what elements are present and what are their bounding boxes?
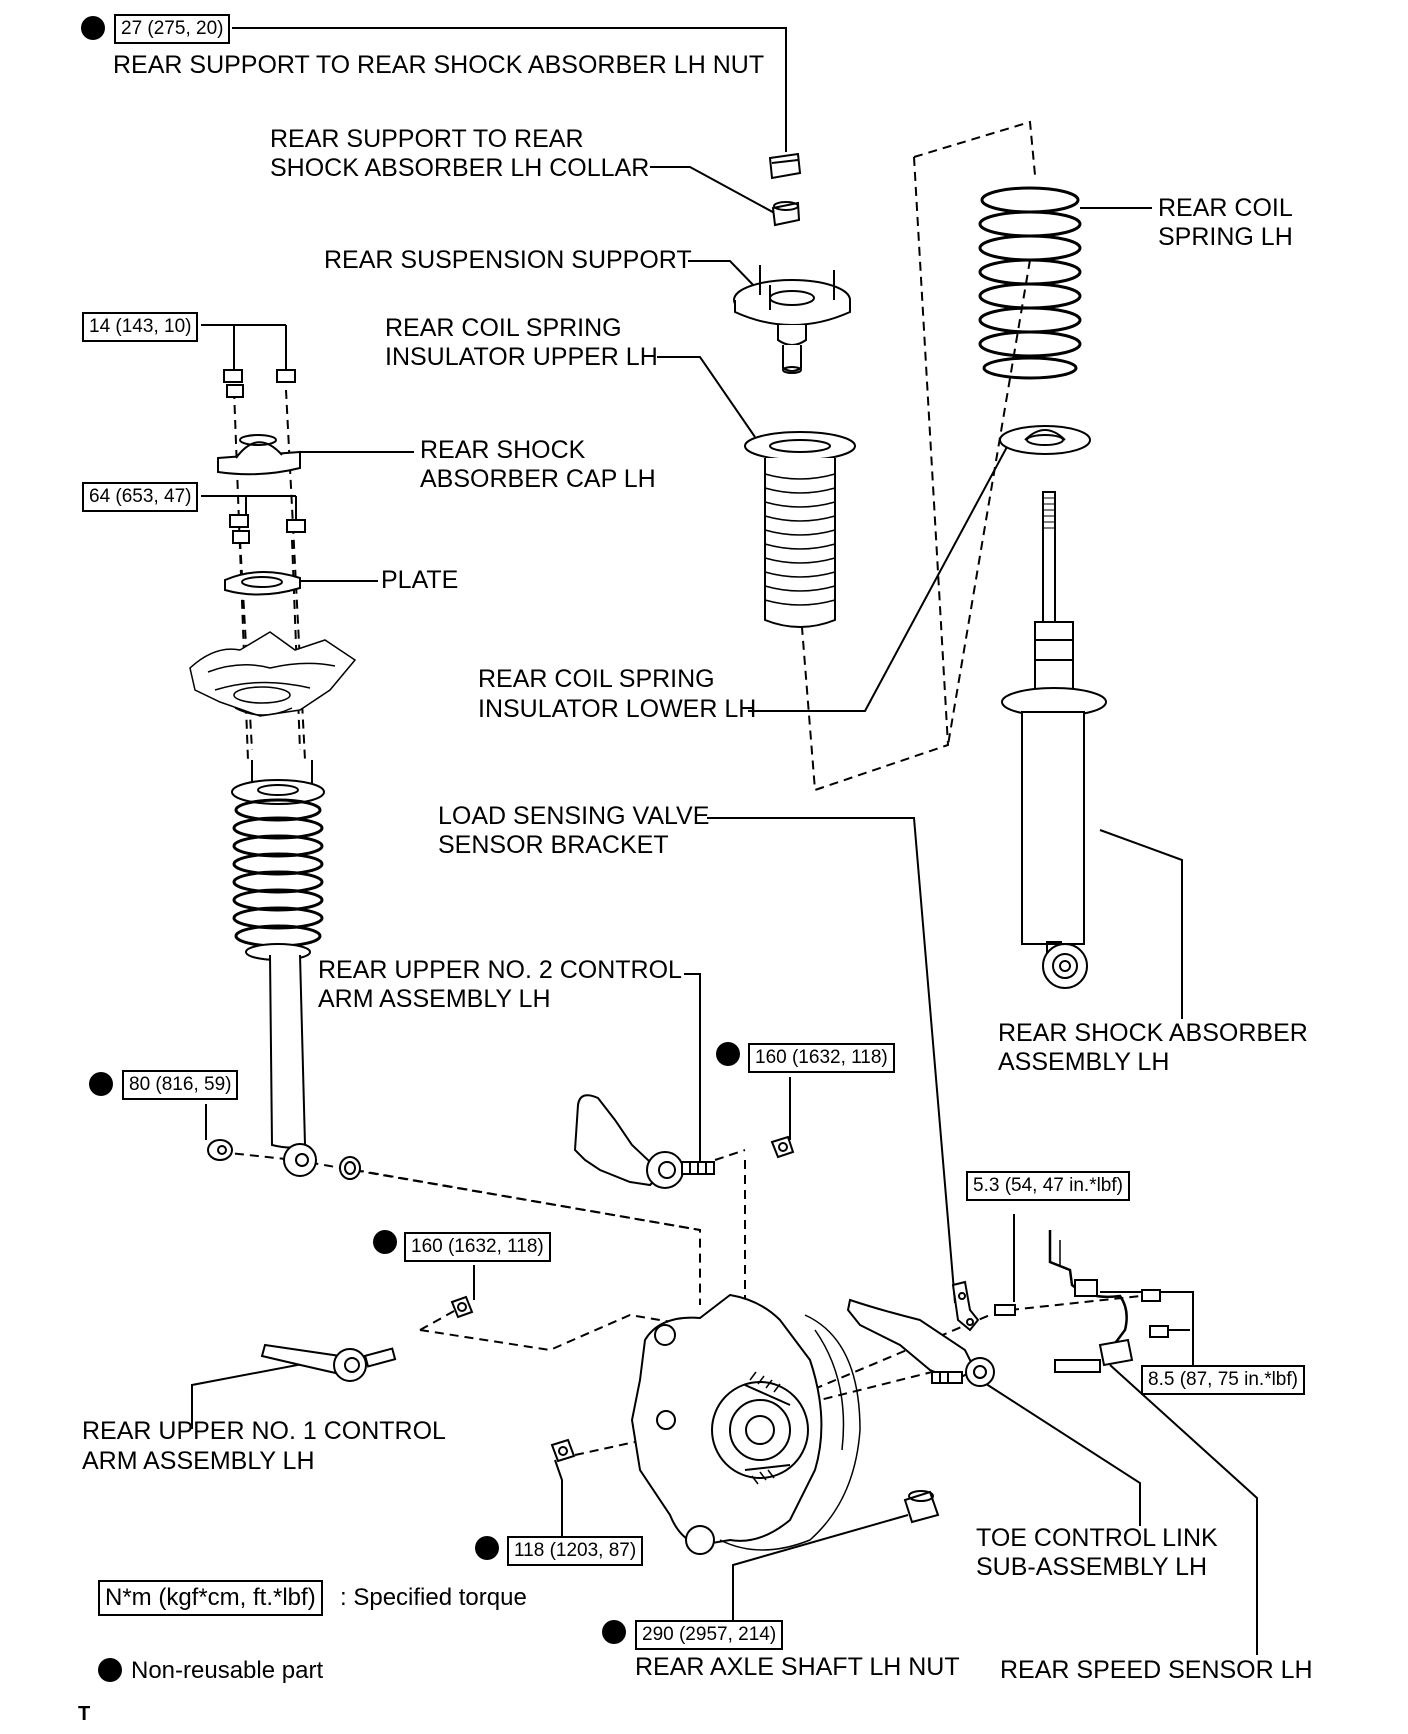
torque-sensor: 8.5 (87, 75 in.*lbf) xyxy=(1141,1365,1305,1395)
torque-arm1: 160 (1632, 118) xyxy=(404,1232,551,1262)
label-axle-nut: REAR AXLE SHAFT LH NUT xyxy=(635,1653,960,1681)
coil-spring-insulator-lower xyxy=(999,425,1091,455)
plate-nuts xyxy=(229,514,306,544)
legend-torque-box: N*m (kgf*cm, ft.*lbf) xyxy=(98,1580,323,1616)
strut-assembly xyxy=(207,760,361,1180)
label-upper-arm2-line1: REAR UPPER NO. 2 CONTROL xyxy=(318,956,682,984)
label-shock-line1: REAR SHOCK ABSORBER xyxy=(998,1019,1308,1047)
footer-letter: T xyxy=(78,1703,91,1725)
plate xyxy=(224,570,301,596)
nonreusable-dot-arm1 xyxy=(373,1230,397,1254)
label-coil-spring-line2: SPRING LH xyxy=(1158,223,1293,251)
label-collar-line1: REAR SUPPORT TO REAR xyxy=(270,125,584,153)
rear-shock-absorber xyxy=(1001,491,1107,989)
rear-support-collar xyxy=(771,201,801,227)
label-load-sensing-line2: SENSOR BRACKET xyxy=(438,831,669,859)
label-shock-line2: ASSEMBLY LH xyxy=(998,1048,1170,1076)
torque-arm2: 160 (1632, 118) xyxy=(748,1043,895,1073)
rear-suspension-support xyxy=(733,265,851,374)
torque-lower-shock: 80 (816, 59) xyxy=(122,1070,239,1100)
nonreusable-dot-lower-shock xyxy=(89,1072,113,1096)
nonreusable-dot-top-nut xyxy=(81,16,105,40)
label-rear-support-nut: REAR SUPPORT TO REAR SHOCK ABSORBER LH N… xyxy=(113,51,765,79)
label-toe-link-line1: TOE CONTROL LINK xyxy=(976,1524,1218,1552)
label-cap-line2: ABSORBER CAP LH xyxy=(420,465,656,493)
leader-lines xyxy=(191,27,1258,1655)
label-insulator-lower-line1: REAR COIL SPRING xyxy=(478,665,715,693)
label-upper-arm1-line1: REAR UPPER NO. 1 CONTROL xyxy=(82,1417,446,1445)
label-plate: PLATE xyxy=(381,566,459,594)
torque-cap: 14 (143, 10) xyxy=(82,312,199,342)
rear-axle-shaft-nut xyxy=(903,1490,940,1524)
nonreusable-dot-toe xyxy=(475,1536,499,1560)
body-panel xyxy=(189,631,357,717)
nonreusable-dot-axle xyxy=(602,1620,626,1644)
label-collar-line2: SHOCK ABSORBER LH COLLAR xyxy=(270,154,650,182)
label-suspension-support: REAR SUSPENSION SUPPORT xyxy=(324,246,692,274)
label-cap-line1: REAR SHOCK xyxy=(420,436,586,464)
legend-specified-torque: : Specified torque xyxy=(340,1584,527,1611)
cap-nuts xyxy=(223,369,296,398)
label-toe-link-line2: SUB-ASSEMBLY LH xyxy=(976,1553,1208,1581)
label-load-sensing-line1: LOAD SENSING VALVE xyxy=(438,802,710,830)
legend-dot xyxy=(98,1658,122,1682)
axle-carrier xyxy=(630,1293,861,1555)
torque-bracket: 5.3 (54, 47 in.*lbf) xyxy=(966,1171,1130,1201)
toe-link-nut xyxy=(550,1438,576,1463)
rear-speed-sensor xyxy=(1048,1230,1169,1373)
torque-plate: 64 (653, 47) xyxy=(82,482,199,512)
label-upper-arm1-line2: ARM ASSEMBLY LH xyxy=(82,1447,315,1475)
upper-no2-control-arm xyxy=(573,1094,795,1189)
legend-nonreusable: Non-reusable part xyxy=(131,1657,324,1684)
torque-axle: 290 (2957, 214) xyxy=(635,1620,784,1650)
label-upper-arm2-line2: ARM ASSEMBLY LH xyxy=(318,985,551,1013)
label-speed-sensor: REAR SPEED SENSOR LH xyxy=(1000,1656,1313,1684)
torque-top-nut: 27 (275, 20) xyxy=(114,14,231,44)
label-coil-spring-line1: REAR COIL xyxy=(1158,194,1293,222)
label-insulator-lower-line2: INSULATOR LOWER LH xyxy=(478,695,757,723)
torque-toe: 118 (1203, 87) xyxy=(507,1536,644,1566)
dashed-assembly-lines xyxy=(219,120,1151,1456)
rear-coil-spring xyxy=(978,186,1082,380)
upper-no1-control-arm xyxy=(260,1295,474,1382)
coil-spring-insulator-upper xyxy=(744,431,856,628)
toe-control-link xyxy=(846,1298,995,1387)
shock-absorber-cap xyxy=(217,434,301,476)
load-sensing-bracket xyxy=(951,1280,1016,1332)
label-insulator-upper-line1: REAR COIL SPRING xyxy=(385,314,622,342)
nonreusable-dot-arm2 xyxy=(716,1042,740,1066)
rear-support-nut xyxy=(768,152,802,180)
label-insulator-upper-line2: INSULATOR UPPER LH xyxy=(385,343,658,371)
